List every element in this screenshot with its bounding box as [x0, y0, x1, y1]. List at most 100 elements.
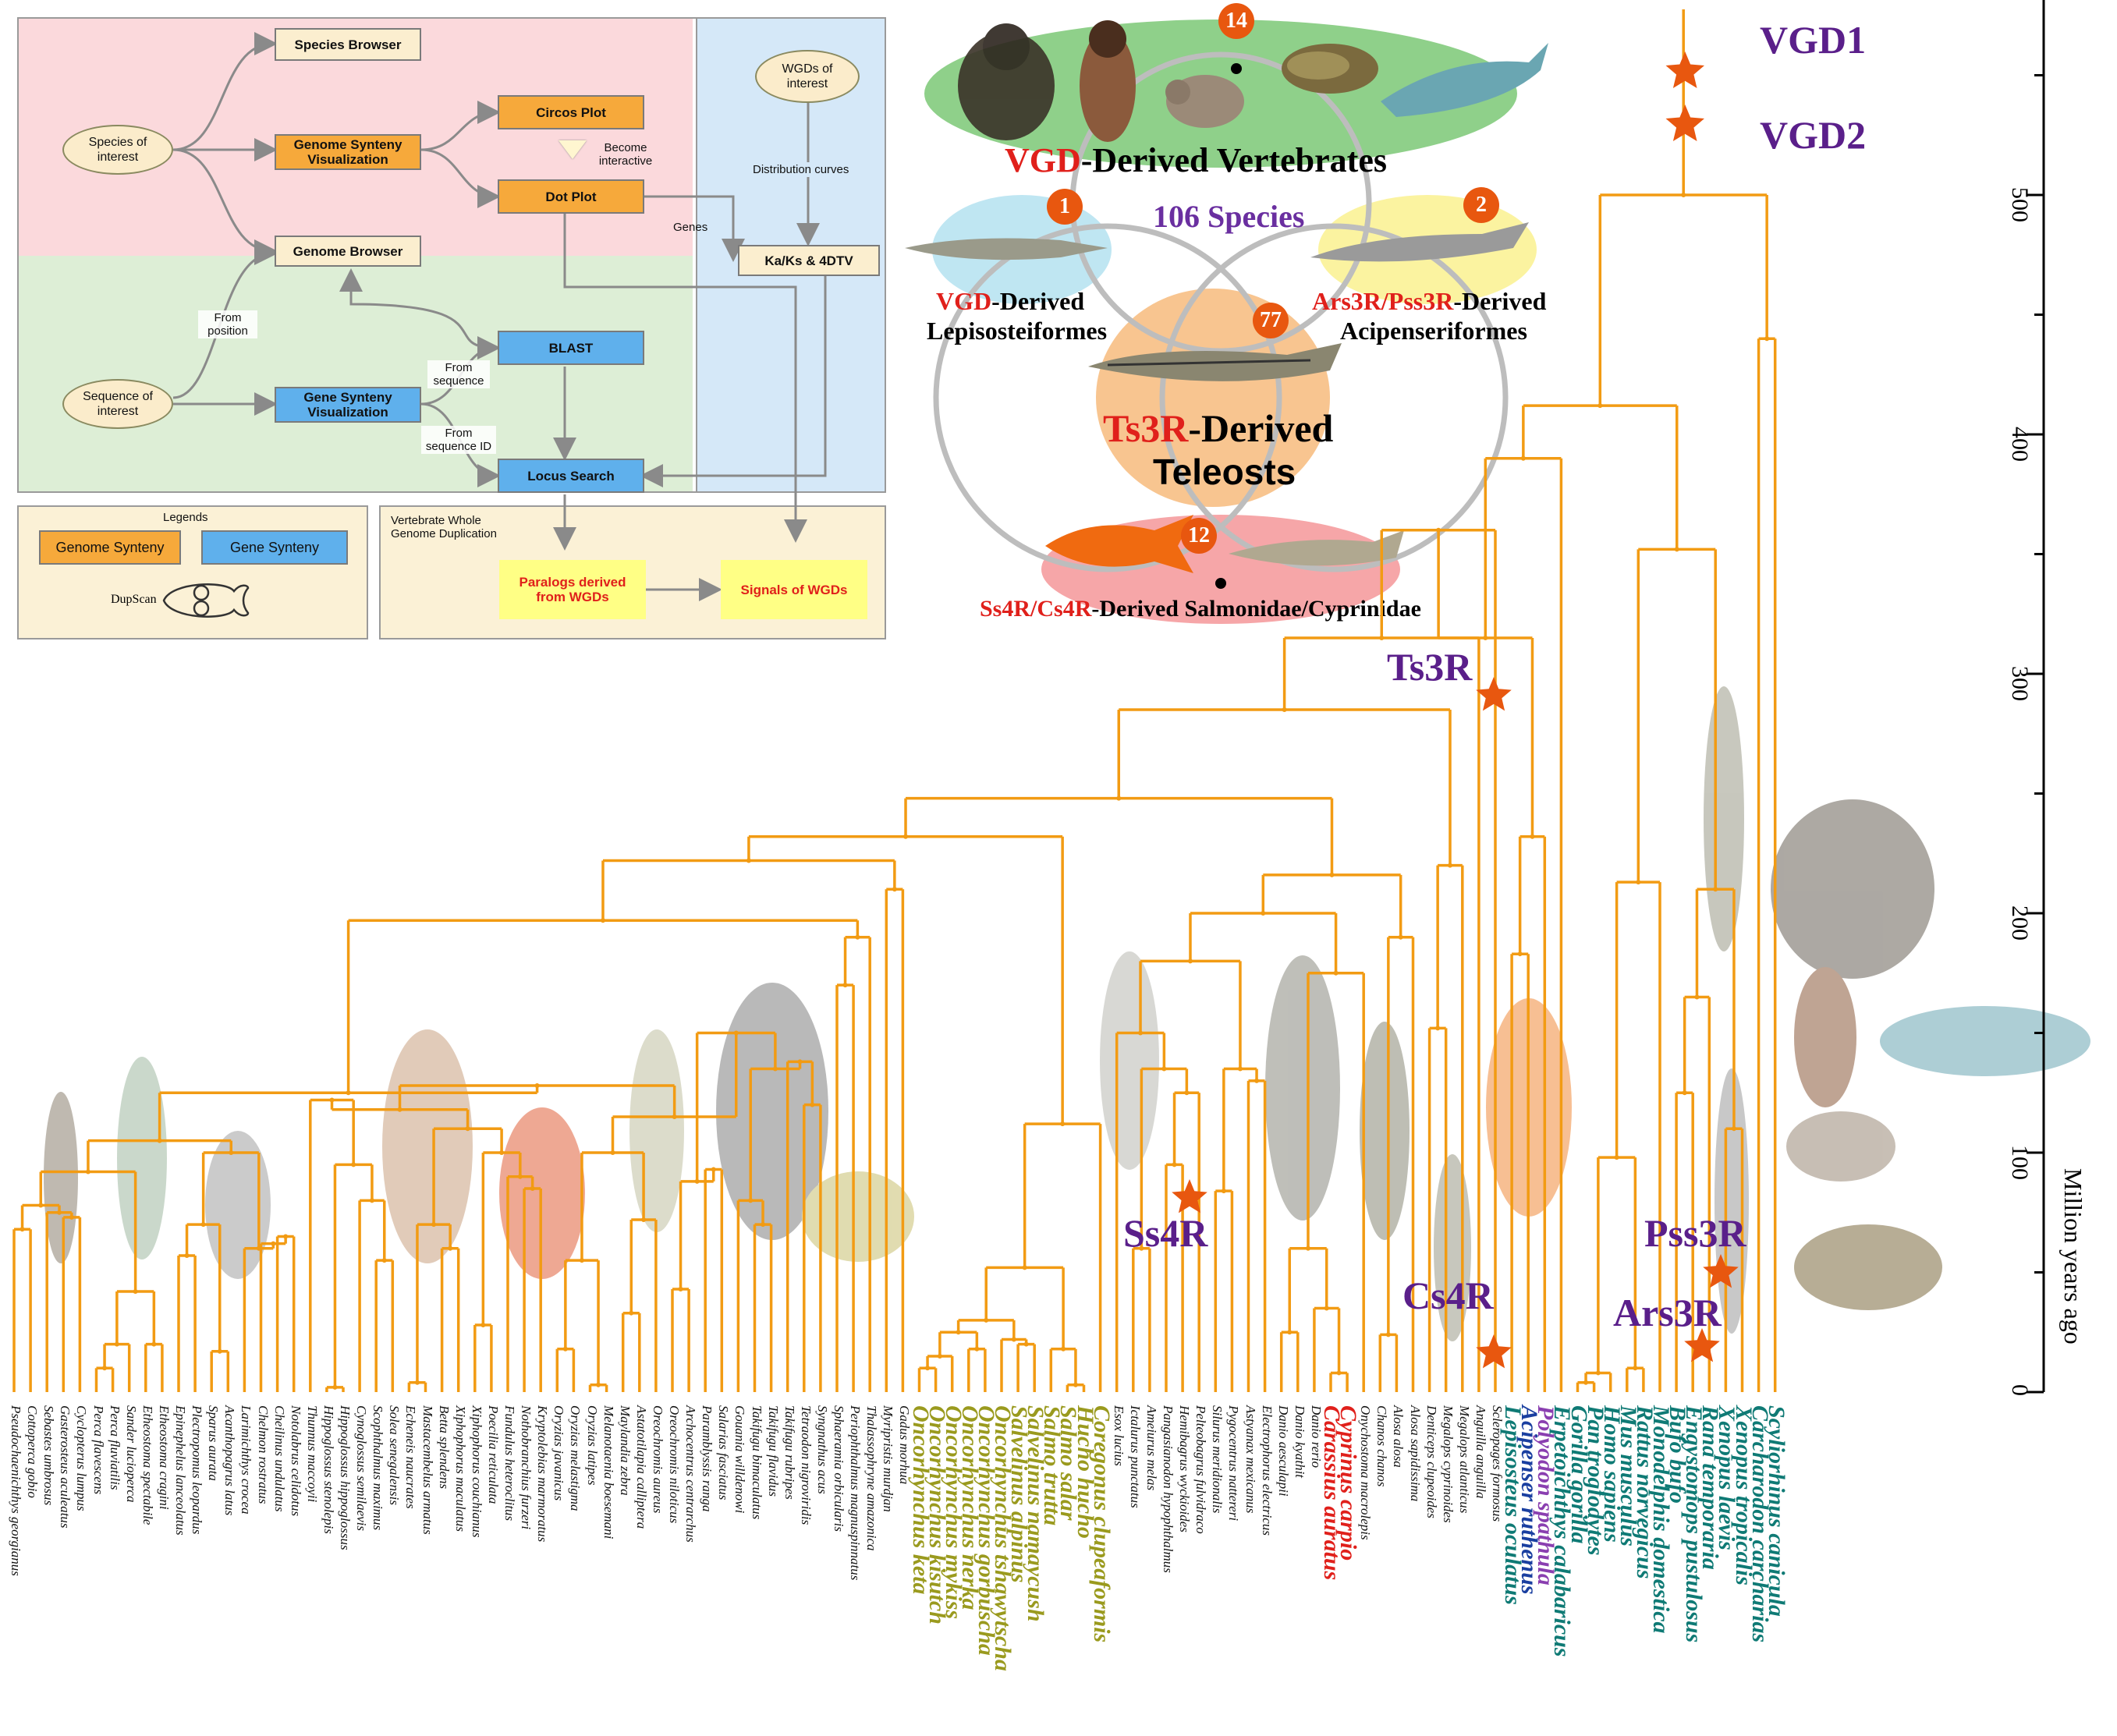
from-position-note: From position [198, 310, 257, 338]
catfish-picture [1265, 955, 1340, 1221]
species-label: Chanos chanos [1374, 1405, 1390, 1487]
blast-label: BLAST [548, 340, 594, 356]
eel-picture [1360, 1022, 1410, 1240]
axis-tick-label: 200 [2007, 905, 2033, 941]
pufferfish-picture [802, 1171, 914, 1262]
species-label: Hippoglossus stenolepis [321, 1405, 336, 1534]
aci-derived-suffix: -Derived [1453, 287, 1547, 315]
species-label: Sphaeramia orbicularis [832, 1405, 846, 1532]
circos-plot-box[interactable]: Circos Plot [498, 95, 644, 129]
axis-tick-label: 400 [2007, 427, 2033, 462]
species-label: Gasterosteus aculeatus [58, 1405, 73, 1529]
ts3r-name: Teleosts [1153, 452, 1296, 492]
species-browser-label: Species Browser [294, 37, 402, 52]
vgd-count-badge: 14 [1218, 3, 1254, 39]
star-icon [1665, 51, 1704, 88]
locus-search-box[interactable]: Locus Search [498, 459, 644, 493]
species-label: Oreochromis niloticus [667, 1405, 682, 1524]
kaks-label: Ka/Ks & 4DTV [764, 253, 853, 268]
species-label: Syngnathus acus [814, 1405, 830, 1494]
cs4r-label: Cs4R [1402, 1274, 1494, 1317]
species-label: Pseudochaenichthys georgianus [9, 1405, 23, 1576]
star-icon [1476, 1334, 1512, 1369]
species-label: Anguilla anguilla [1473, 1405, 1488, 1499]
ts3r-derived-prefix: Ts3R [1103, 406, 1189, 450]
ars3r-label: Ars3R [1613, 1291, 1722, 1334]
legend-genome-synteny: Genome Synteny [39, 530, 181, 565]
species-label: Takifugu flavidus [765, 1405, 781, 1497]
shark-tree-picture [1880, 1006, 2090, 1076]
species-label: Onychostoma macrolepis [1358, 1405, 1374, 1540]
blast-box[interactable]: BLAST [498, 331, 644, 365]
species-label: Pelteobagrus fulvidraco [1193, 1405, 1209, 1534]
axis-tick-label: 500 [2007, 187, 2033, 222]
species-label: Pangasianodon hypophthalmus [1161, 1405, 1176, 1573]
sequence-of-interest-bubble[interactable]: Sequence of interest [62, 379, 173, 429]
species-label: Thunnus maccoyii [304, 1405, 320, 1503]
fish-picture-1 [44, 1092, 78, 1263]
species-label: Scyliorhinus canicula [1763, 1405, 1789, 1617]
species-label: Alosa alosa [1391, 1405, 1406, 1468]
from-sequence-id-note: From sequence ID [421, 426, 496, 454]
species-label: Esox lucius [1111, 1405, 1126, 1466]
paralogs-box[interactable]: Paralogs derived from WGDs [499, 560, 646, 619]
species-label: Perca flavescens [90, 1405, 106, 1495]
genome-browser-box[interactable]: Genome Browser [275, 236, 421, 267]
species-label: Silurus meridionalis [1210, 1405, 1225, 1514]
species-label: Tetraodon nigroviridis [798, 1405, 814, 1525]
paralogs-label: Paralogs derived from WGDs [519, 575, 626, 604]
legend-gene-synteny-label: Gene Synteny [229, 539, 320, 555]
species-label: Oryzias latipes [584, 1405, 600, 1486]
goldfish-picture [1045, 515, 1193, 573]
green-region [17, 256, 693, 493]
gar-picture [905, 238, 1108, 260]
dupscan-logo-text: DupScan [111, 593, 157, 606]
species-label: Fundulus heteroclitus [502, 1405, 517, 1522]
species-label: Poecilia reticulata [485, 1405, 501, 1504]
species-label: Chelmon rostratus [255, 1405, 271, 1504]
lep-derived-prefix: VGD [936, 287, 992, 315]
ts3r-derived: Ts3R-Derived [1103, 406, 1333, 451]
lep-count-badge: 1 [1047, 189, 1083, 225]
signals-box[interactable]: Signals of WGDs [721, 560, 867, 619]
species-label: Echeneis naucrates [403, 1405, 419, 1509]
species-of-interest-bubble[interactable]: Species of interest [62, 125, 173, 175]
species-label: Thalassophryne amazonica [864, 1405, 880, 1551]
gene-synteny-vis-box[interactable]: Gene Synteny Visualization [275, 387, 421, 423]
ss4r-derived: Ss4R/Cs4R-Derived Salmonidae/Cyprinidae [980, 596, 1421, 622]
species-label: Myripristis murdjan [881, 1405, 896, 1512]
species-label: Scophthalmus maximus [371, 1405, 386, 1531]
dot-plot-box[interactable]: Dot Plot [498, 179, 644, 214]
species-label: Notolabrus celidotus [288, 1405, 303, 1517]
species-label: Cottoperca gobio [25, 1405, 41, 1498]
species-browser-box[interactable]: Species Browser [275, 28, 421, 61]
faded-animal-pictures [44, 686, 2090, 1341]
species-label: Ictalurus punctatus [1127, 1405, 1143, 1508]
pss3r-label: Pss3R [1644, 1211, 1746, 1255]
star-icon [1172, 1179, 1207, 1213]
axis-tick-label: 100 [2007, 1145, 2033, 1180]
legend-gene-synteny: Gene Synteny [201, 530, 348, 565]
gene-synteny-vis-label: Gene Synteny Visualization [303, 390, 392, 420]
genes-note: Genes [673, 221, 708, 234]
species-label: Oryzias melastigma [568, 1405, 583, 1511]
venn-circle-left [933, 223, 1282, 572]
species-label: Etheostoma cragini [156, 1405, 172, 1510]
species-label: Mastacembelus armatus [420, 1405, 435, 1535]
species-label: Plectropomus leopardus [190, 1405, 205, 1535]
wgds-of-interest-bubble[interactable]: WGDs of interest [755, 50, 860, 103]
species-of-interest-label: Species of interest [88, 136, 147, 164]
species-label: Salarias fasciatus [716, 1405, 732, 1500]
aci-name: Acipenseriformes [1340, 317, 1527, 345]
species-label: Cynoglossus semilaevis [354, 1405, 370, 1532]
species-label: Astatotilapia calliptera [633, 1405, 649, 1529]
ss4r-derived-prefix: Ss4R/Cs4R [980, 596, 1092, 622]
species-label: Nothobranchius furzeri [519, 1405, 534, 1530]
genome-synteny-vis-box[interactable]: Genome Synteny Visualization [275, 134, 421, 170]
species-label: Xiphophorus maculatus [452, 1405, 468, 1532]
trout-picture [1229, 530, 1404, 566]
species-label: Megalops atlanticus [1456, 1405, 1472, 1514]
dot-plot-label: Dot Plot [545, 189, 597, 204]
kaks-box[interactable]: Ka/Ks & 4DTV [738, 245, 880, 276]
species-label: Gouania willdenowi [732, 1405, 748, 1514]
